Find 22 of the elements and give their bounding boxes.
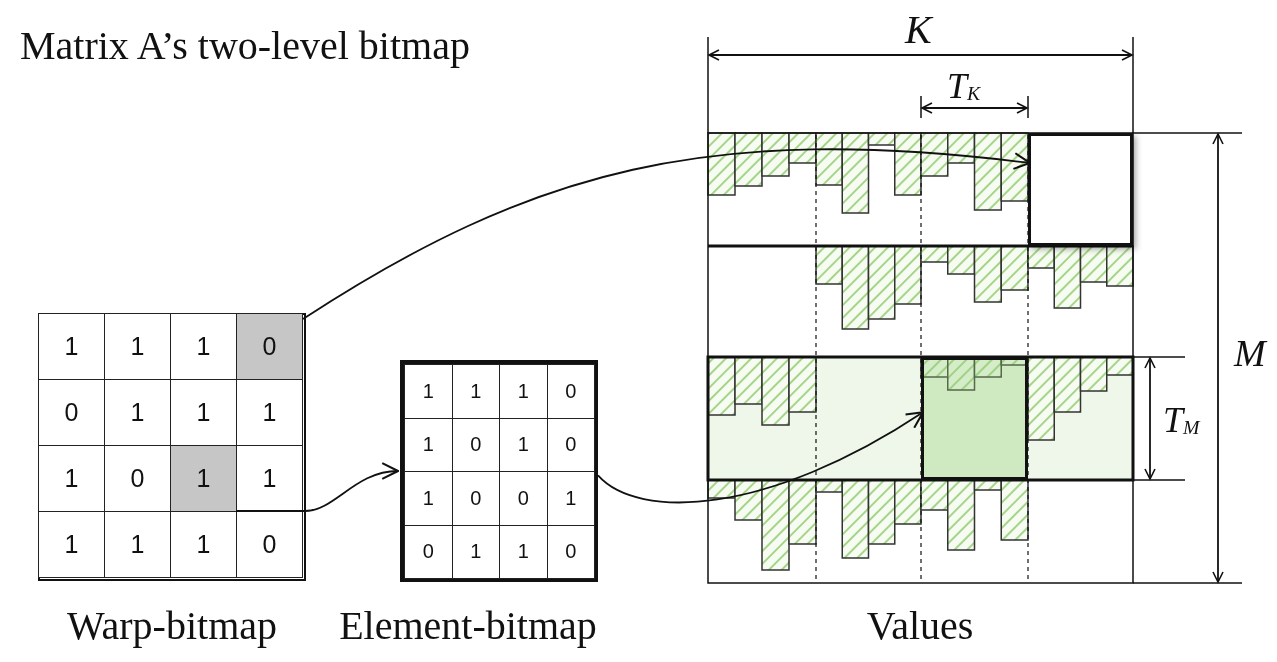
warp-bitmap-grid [38, 313, 306, 581]
value-tile [1028, 133, 1133, 246]
diagram-title: Matrix A’s two-level bitmap [20, 22, 470, 69]
element-bitmap-grid [400, 360, 598, 582]
node-label: Element-bitmap [339, 602, 597, 649]
bitmap-cell: 0 [546, 524, 595, 579]
bitmap-cell: 1 [38, 313, 105, 380]
node-label: Warp-bitmap [67, 602, 277, 649]
arrow [597, 411, 924, 504]
bitmap-cell: 1 [170, 445, 237, 512]
bitmap-cell: 0 [404, 524, 453, 579]
node-label: Values [866, 602, 974, 649]
bitmap-cell: 1 [404, 364, 453, 419]
dimension-label: M [1234, 334, 1266, 372]
arrow [302, 148, 1031, 320]
arrow [235, 463, 399, 512]
bitmap-cell: 1 [38, 511, 105, 578]
bitmap-cell: 0 [236, 313, 303, 380]
value-tile [921, 357, 1028, 480]
dimension-label: K [905, 10, 932, 50]
bitmap-cell: 0 [236, 511, 303, 578]
bitmap-cell: 0 [546, 364, 595, 419]
